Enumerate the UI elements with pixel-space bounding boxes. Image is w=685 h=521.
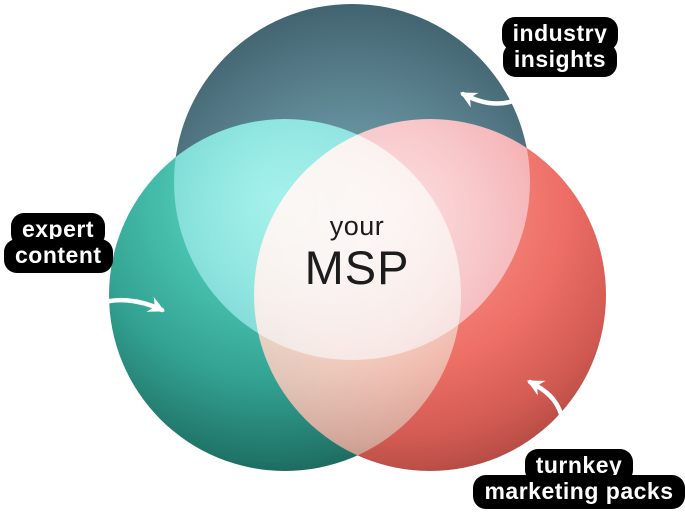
callout-line: insights — [502, 43, 618, 77]
center-label-msp: MSP — [304, 241, 410, 294]
center-label: your MSP — [292, 211, 422, 292]
center-label-your: your — [329, 211, 385, 241]
callout-line: content — [4, 239, 113, 273]
callout-line: marketing packs — [473, 475, 685, 509]
callout-industry-insights: industry insights — [500, 17, 620, 84]
callout-expert-content: expert content — [4, 213, 113, 273]
callout-turnkey-marketing-packs: turnkey marketing packs — [473, 449, 685, 509]
circle-turnkey-marketing-packs — [254, 119, 606, 471]
